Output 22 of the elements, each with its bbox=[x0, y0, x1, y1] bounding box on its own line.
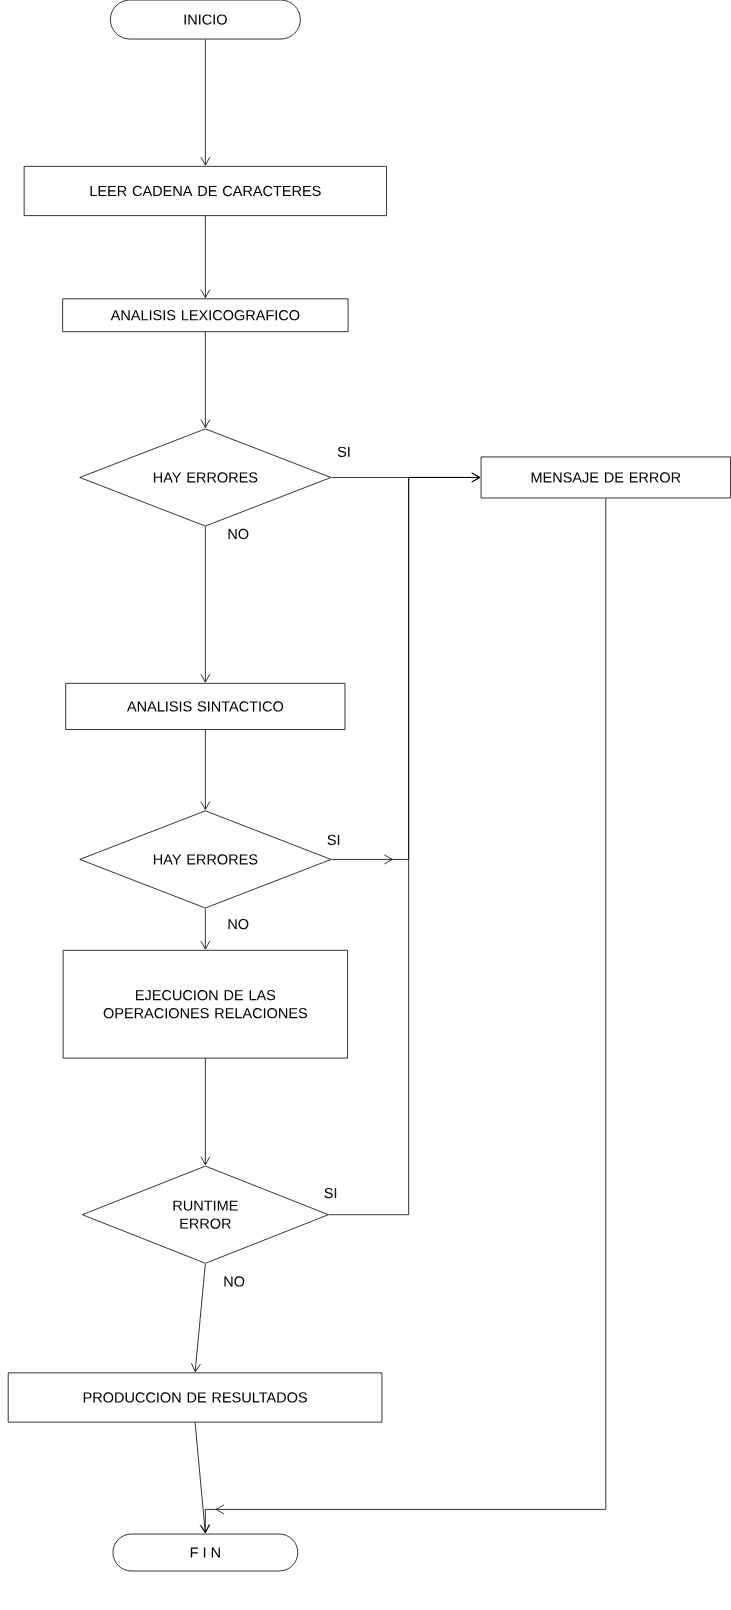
arrow bbox=[200, 1058, 211, 1166]
edge-label: NO bbox=[226, 918, 251, 931]
process-box: PRODUCCION DE RESULTADOS bbox=[7, 1372, 383, 1423]
start-terminal: INICIO bbox=[109, 0, 301, 40]
arrow bbox=[200, 215, 211, 298]
process-box: LEER CADENA DE CARACTERES bbox=[23, 165, 387, 217]
arrow bbox=[200, 331, 211, 428]
end-terminal: F I N bbox=[112, 1533, 299, 1572]
edge-label: SI bbox=[336, 445, 352, 458]
arrow bbox=[200, 39, 211, 166]
arrow bbox=[191, 1263, 206, 1372]
arrow bbox=[200, 908, 211, 950]
arrow bbox=[328, 472, 481, 1216]
arrow bbox=[200, 498, 607, 1534]
process-box: ANALISIS LEXICOGRAFICO bbox=[62, 298, 349, 333]
process-box: MENSAJE DE ERROR bbox=[480, 456, 731, 499]
process-box: EJECUCION DE LAS OPERACIONES RELACIONES bbox=[62, 949, 348, 1059]
arrow bbox=[200, 729, 211, 810]
arrow bbox=[200, 526, 211, 683]
edge-label: NO bbox=[222, 1275, 246, 1288]
process-box: ANALISIS SINTACTICO bbox=[65, 682, 346, 730]
edge-label: NO bbox=[226, 527, 251, 541]
